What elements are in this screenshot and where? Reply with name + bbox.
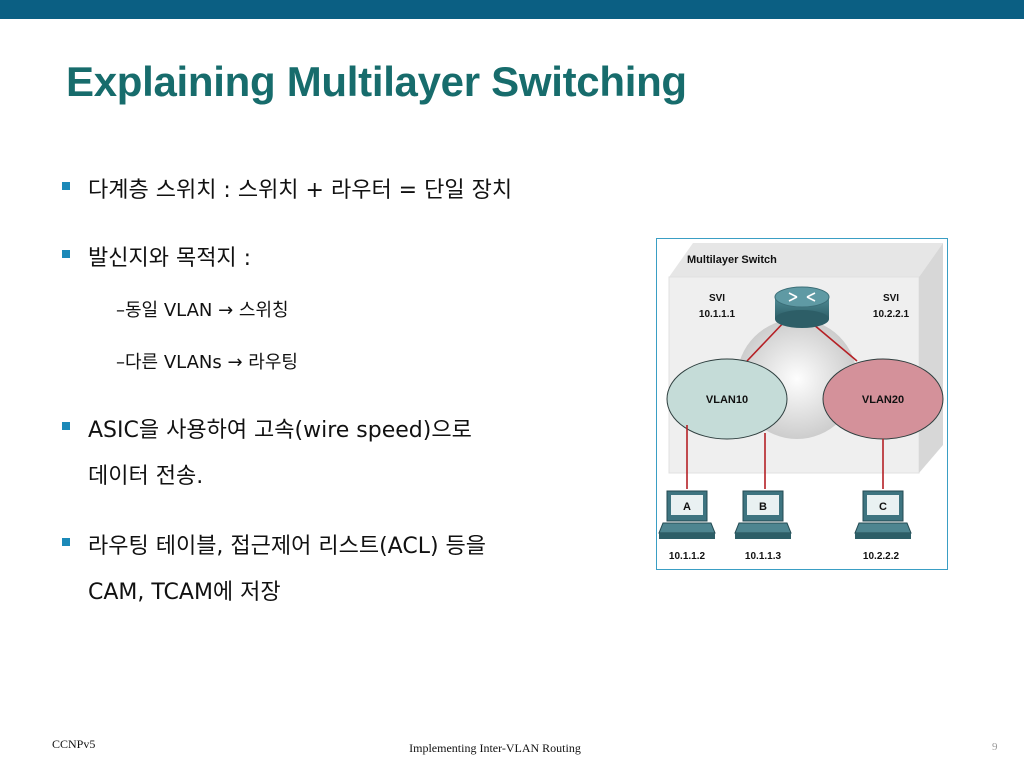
bullet-text: 다계층 스위치 : 스위치 + 라우터 = 단일 장치: [88, 178, 513, 203]
svi-right-label: SVI: [883, 293, 899, 304]
host-b-label: B: [759, 501, 767, 513]
bullet-marker: [62, 422, 70, 430]
svi-left-ip: 10.1.1.1: [699, 309, 736, 320]
multilayer-switch-diagram: Multilayer Switch SVI 10.1.1.1 SVI 10.2.…: [656, 238, 948, 570]
bullet-marker: [62, 538, 70, 546]
bullet-text-line2: CAM, TCAM에 저장: [88, 580, 281, 605]
vlan10-ellipse: [666, 358, 788, 440]
footer-title: Implementing Inter-VLAN Routing: [409, 741, 581, 755]
svi-left-label: SVI: [709, 293, 725, 304]
bullet-text: ASIC을 사용하여 고속(wire speed)으로: [88, 418, 472, 443]
box-top-face: [669, 243, 943, 277]
router-icon: [774, 286, 830, 328]
footer-course: CCNPv5: [52, 737, 96, 751]
bullet-marker: [62, 250, 70, 258]
top-bar: [0, 0, 1024, 19]
link-router-vlan10: [746, 318, 788, 362]
bullet-text-line2: 데이터 전송.: [88, 464, 204, 489]
vlan10-label: VLAN10: [706, 394, 748, 406]
host-a-ip: 10.1.1.2: [669, 551, 706, 562]
slide-title: Explaining Multilayer Switching: [66, 58, 687, 105]
svi-right-ip: 10.2.2.1: [873, 309, 910, 320]
host-c-label: C: [879, 501, 887, 513]
box-side-face: [919, 243, 943, 473]
host-a-icon: [658, 490, 716, 539]
page-number: 9: [992, 741, 998, 753]
sub-item: –동일 VLAN → 스위칭: [116, 300, 289, 321]
bullet-text: 발신지와 목적지 :: [88, 246, 252, 271]
diagram-title: Multilayer Switch: [687, 254, 777, 266]
bullet-text: 라우팅 테이블, 접근제어 리스트(ACL) 등을: [88, 534, 487, 559]
host-c-icon: [854, 490, 912, 539]
vlan20-label: VLAN20: [862, 394, 904, 406]
host-c-ip: 10.2.2.2: [863, 551, 900, 562]
host-b-icon: [734, 490, 792, 539]
sub-item: –다른 VLANs → 라우팅: [116, 352, 298, 373]
bullet-marker: [62, 182, 70, 190]
diagram-svg: Multilayer Switch SVI 10.1.1.1 SVI 10.2.…: [658, 243, 944, 562]
host-a-label: A: [683, 501, 691, 513]
host-b-ip: 10.1.1.3: [745, 551, 782, 562]
